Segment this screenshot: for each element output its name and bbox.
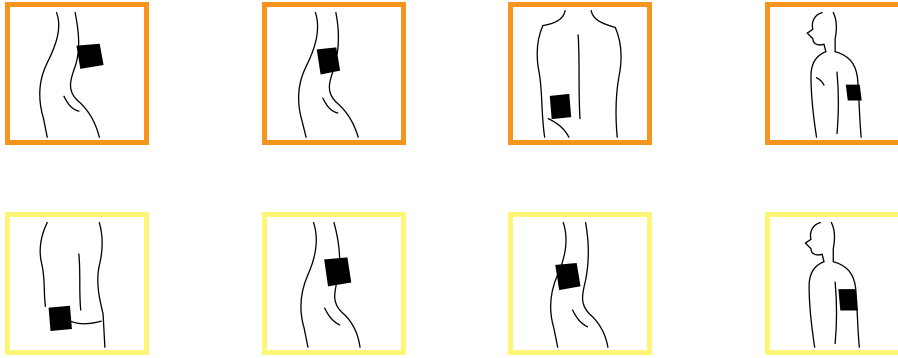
buttock-patch-icon — [10, 217, 144, 350]
arm-patch-icon — [267, 217, 401, 350]
site-tile-arm-1[interactable] — [5, 2, 149, 145]
back-patch-icon — [513, 7, 647, 140]
body-side-patch-icon — [770, 217, 898, 350]
site-tile-arm-4[interactable] — [508, 212, 652, 355]
site-tile-body-side-2[interactable] — [765, 212, 898, 355]
site-tile-arm-3[interactable] — [262, 212, 406, 355]
arm-patch-icon — [10, 7, 144, 140]
arm-patch-icon — [267, 7, 401, 140]
arm-patch-icon — [513, 217, 647, 350]
body-side-patch-icon — [770, 7, 898, 140]
site-tile-buttock[interactable] — [5, 212, 149, 355]
site-tile-arm-2[interactable] — [262, 2, 406, 145]
site-tile-lower-back[interactable] — [508, 2, 652, 145]
site-tile-body-side[interactable] — [765, 2, 898, 145]
